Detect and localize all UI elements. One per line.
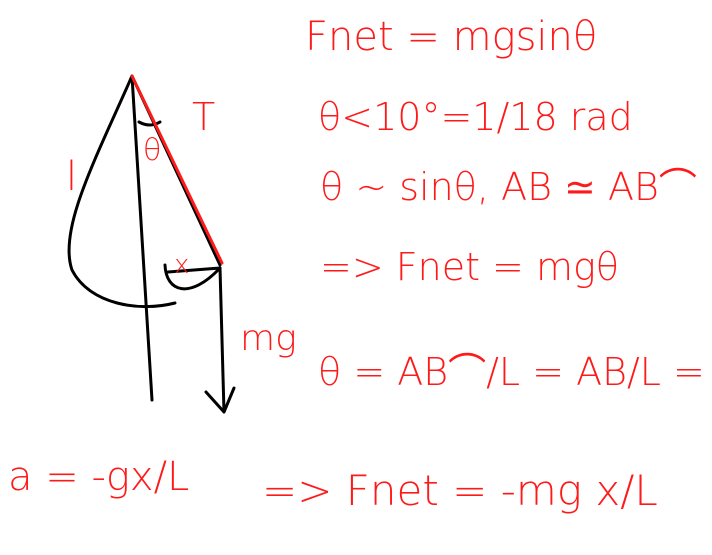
length-label: l bbox=[66, 154, 77, 200]
equation-implies-fnet: => Fnet = mgθ bbox=[320, 245, 619, 289]
tension-label: T bbox=[192, 95, 215, 139]
diagram-labels: l θ T x mg bbox=[66, 95, 297, 359]
tension-line bbox=[130, 74, 224, 265]
displacement-label: x bbox=[174, 250, 189, 280]
weight-label: mg bbox=[240, 318, 297, 359]
chord-ab bbox=[166, 266, 222, 274]
equations: Fnet = mgsinθ θ<10°=1/18 rad θ ~ sinθ, A… bbox=[8, 14, 712, 515]
angle-arc bbox=[137, 120, 162, 127]
equation-theta-ratio: θ = AB⌒/L = AB/L = x/L bbox=[318, 350, 712, 394]
angle-label: θ bbox=[143, 133, 161, 168]
bob-arc bbox=[163, 263, 222, 291]
equation-fnet: Fnet = mgsinθ bbox=[305, 14, 597, 60]
equation-accel: a = -gx/L bbox=[8, 454, 189, 500]
equation-approx: θ ~ sinθ, AB ≃ AB⌒ bbox=[320, 165, 697, 209]
equation-small-angle: θ<10°=1/18 rad bbox=[318, 95, 633, 139]
pendulum-cone-left bbox=[67, 74, 177, 309]
equation-final-fnet: => Fnet = -mg x/L bbox=[262, 466, 658, 515]
vertical-string bbox=[130, 74, 154, 402]
weight-arrow bbox=[204, 266, 236, 414]
